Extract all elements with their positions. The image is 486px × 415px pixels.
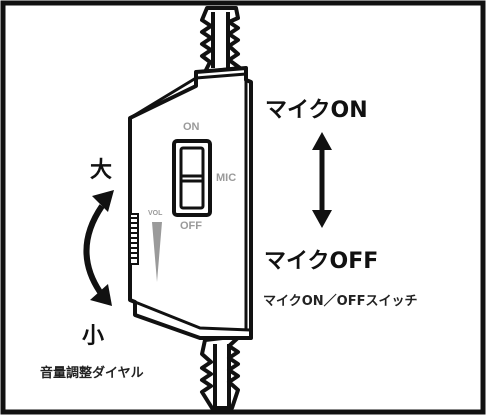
volume-wedge-icon <box>152 222 162 282</box>
volume-caption: 音量調整ダイヤル <box>40 366 144 381</box>
switch-caption: マイクON／OFFスイッチ <box>263 294 418 309</box>
volume-vol-label: VOL <box>148 210 163 217</box>
volume-dial[interactable] <box>129 213 139 265</box>
mic-on-label: マイクON <box>265 98 368 123</box>
volume-small-label: 小 <box>82 324 105 349</box>
mic-switch[interactable] <box>172 139 212 217</box>
mic-toggle-arrow-icon <box>312 132 332 228</box>
switch-mic-label: MIC <box>216 172 237 184</box>
switch-off-label: OFF <box>180 220 202 232</box>
switch-on-label: ON <box>183 121 200 133</box>
cable-top <box>200 6 242 74</box>
mic-off-label: マイクOFF <box>264 249 379 274</box>
volume-large-label: 大 <box>90 158 113 183</box>
volume-arrow-icon <box>83 190 114 306</box>
cable-bottom <box>200 334 242 410</box>
